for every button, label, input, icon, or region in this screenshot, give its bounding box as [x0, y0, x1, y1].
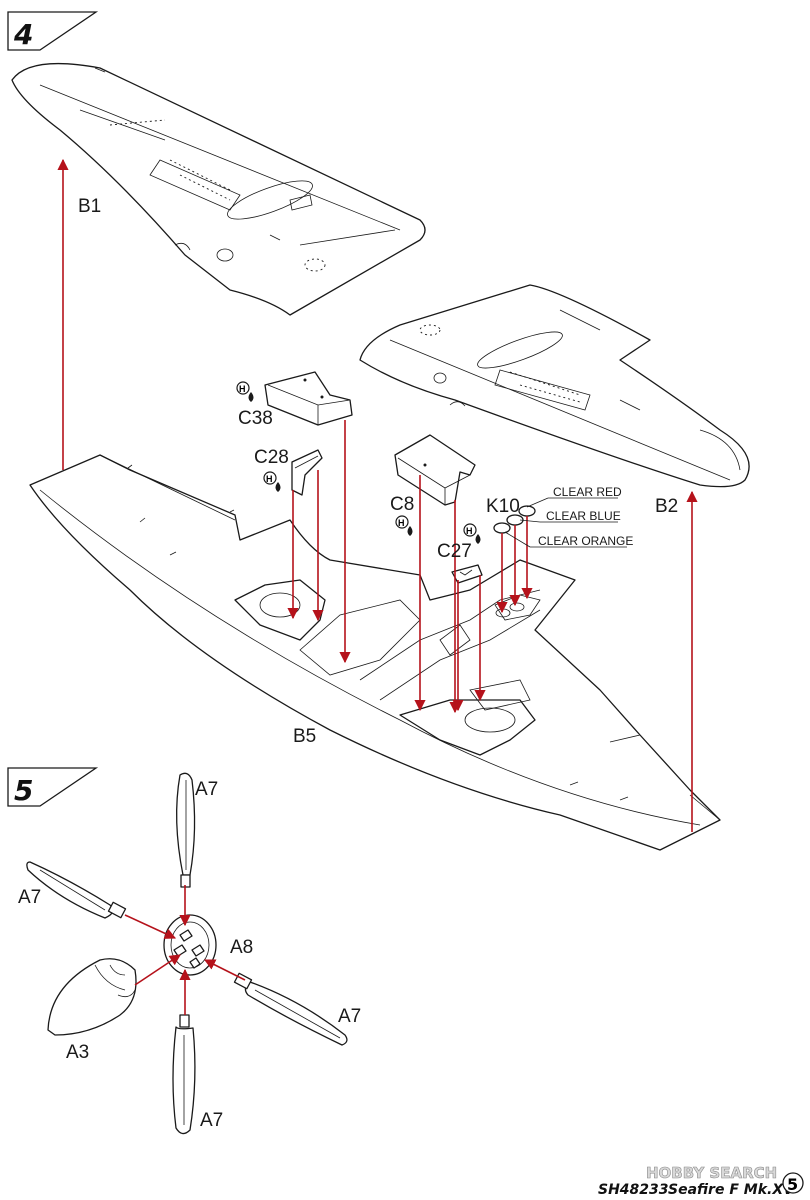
assembly-arrows-step5	[124, 885, 246, 1015]
label-c28: C28	[254, 447, 289, 468]
label-b1: B1	[78, 196, 101, 217]
glue-marker-c8: H	[395, 515, 413, 536]
label-a7-right: A7	[338, 1006, 361, 1027]
footer-code: SH48233	[598, 1182, 669, 1198]
glue-marker-c27: H	[463, 523, 481, 544]
label-c27: C27	[437, 541, 472, 562]
part-k10	[493, 505, 536, 534]
label-c38: C38	[238, 408, 273, 429]
watermark: HOBBY SEARCH	[646, 1164, 777, 1182]
part-c28	[291, 449, 323, 496]
upper-right-wing-part	[359, 284, 750, 488]
footer-title: Seafire F Mk.XV	[668, 1182, 795, 1198]
glue-marker-label: H	[266, 474, 273, 484]
upper-left-wing-part	[11, 62, 426, 316]
glue-marker-label: H	[239, 384, 246, 394]
page-number-badge: 5	[782, 1172, 804, 1194]
blade-a7-top	[176, 772, 196, 888]
step-4-badge: 4	[7, 11, 99, 51]
blade-a7-bottom	[172, 1014, 196, 1135]
label-a7-left: A7	[18, 887, 41, 908]
part-c27	[451, 564, 483, 584]
part-c38	[264, 371, 353, 426]
glue-marker-c38: H	[236, 381, 254, 402]
label-k10: K10	[486, 496, 520, 517]
blade-a7-left	[26, 861, 127, 919]
label-a7-top: A7	[195, 779, 218, 800]
label-b2: B2	[655, 496, 678, 517]
blade-a7-right	[233, 972, 348, 1046]
clear-red-label: CLEAR RED	[553, 485, 622, 499]
clear-orange-label: CLEAR ORANGE	[538, 534, 633, 548]
spinner-a3	[47, 958, 137, 1036]
lower-wing-part	[29, 454, 721, 851]
page-number: 5	[787, 1175, 798, 1194]
propeller-hub-a8	[163, 914, 217, 976]
label-b5: B5	[293, 726, 316, 747]
step-5-number: 5	[14, 774, 33, 807]
label-a7-bottom: A7	[200, 1110, 223, 1131]
clear-callouts: CLEAR RED CLEAR BLUE CLEAR ORANGE	[504, 485, 633, 548]
glue-marker-c28: H	[263, 471, 281, 492]
step-4-number: 4	[13, 18, 33, 51]
label-a8: A8	[230, 937, 253, 958]
glue-marker-label: H	[398, 518, 405, 528]
clear-blue-label: CLEAR BLUE	[546, 509, 621, 523]
part-c8	[394, 434, 476, 506]
label-c8: C8	[390, 494, 414, 515]
step-5-badge: 5	[7, 767, 99, 807]
assembly-arrows-step4	[57, 158, 698, 832]
glue-marker-label: H	[466, 526, 473, 536]
label-a3: A3	[66, 1042, 89, 1063]
